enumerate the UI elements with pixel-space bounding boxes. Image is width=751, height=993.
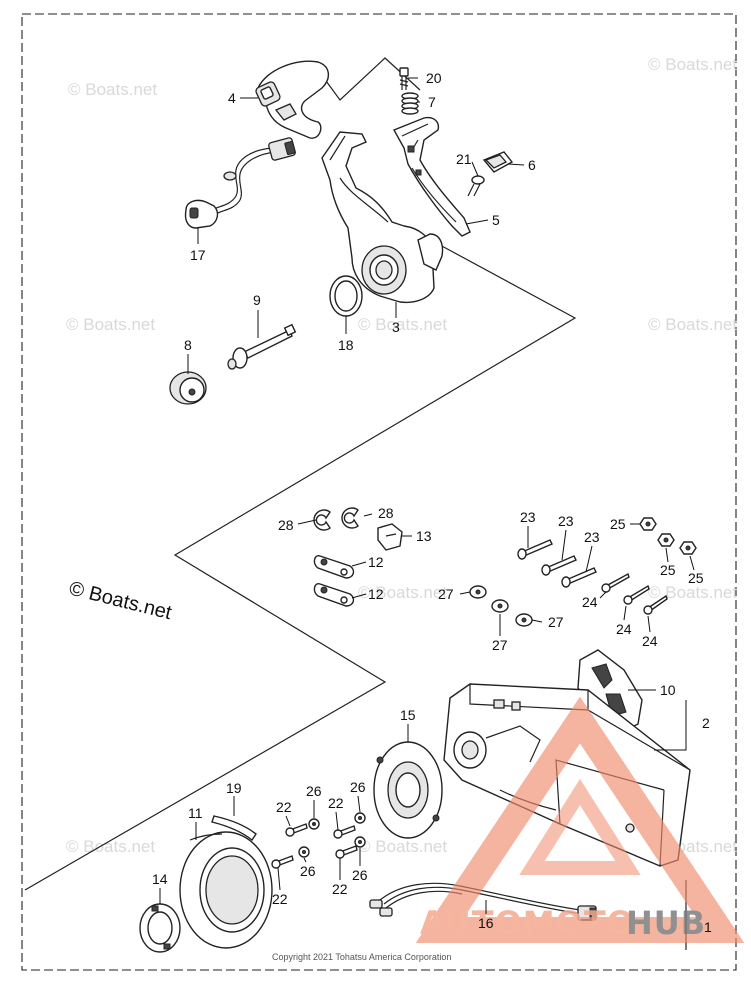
- brand-text-secondary: HUB: [626, 904, 706, 942]
- copyright-text: Copyright 2021 Tohatsu America Corporati…: [272, 952, 451, 962]
- part-8-knob: [169, 371, 207, 405]
- part-12-link: [313, 583, 355, 607]
- callout-23: 23: [520, 509, 536, 525]
- part-24-screws: [601, 572, 668, 615]
- watermark: © Boats.net: [68, 80, 157, 99]
- callout-20: 20: [426, 70, 442, 86]
- callout-23: 23: [584, 529, 600, 545]
- part-15-flange: [373, 741, 443, 839]
- callout-26: 26: [300, 863, 316, 879]
- callout-22: 22: [328, 795, 344, 811]
- callout-27: 27: [492, 637, 508, 653]
- callout-23: 23: [558, 513, 574, 529]
- callout-16: 16: [478, 915, 494, 931]
- callout-24: 24: [582, 594, 598, 610]
- callout-26: 26: [352, 867, 368, 883]
- part-28-clips: [313, 507, 359, 531]
- watermark: © Boats.net: [66, 837, 155, 856]
- part-11-cover: [179, 831, 273, 949]
- part-20-bolt: [399, 67, 409, 90]
- logo-triangle-icon: [415, 696, 745, 943]
- part-13-block: [377, 523, 403, 551]
- callout-12: 12: [368, 554, 384, 570]
- leader-lines: [159, 77, 695, 914]
- callout-7: 7: [428, 94, 436, 110]
- callout-21: 21: [456, 151, 472, 167]
- callout-25: 25: [610, 516, 626, 532]
- callout-12: 12: [368, 586, 384, 602]
- part-22-screws: [271, 823, 358, 869]
- callout-25: 25: [688, 570, 704, 586]
- part-19-strip: [211, 815, 257, 842]
- callout-22: 22: [276, 799, 292, 815]
- callout-8: 8: [184, 337, 192, 353]
- callout-26: 26: [350, 779, 366, 795]
- callout-3: 3: [392, 319, 400, 335]
- callout-27: 27: [438, 586, 454, 602]
- part-26-washers: [298, 812, 366, 858]
- main-watermark: © Boats.net: [67, 578, 174, 625]
- callout-27: 27: [548, 614, 564, 630]
- part-25-nuts: [639, 517, 697, 555]
- callout-1: 1: [704, 919, 712, 935]
- part-21-screw: [467, 175, 485, 197]
- callout-6: 6: [528, 157, 536, 173]
- callout-4: 4: [228, 90, 236, 106]
- part-27-washers: [469, 585, 533, 627]
- part-9-shaft: [227, 323, 297, 370]
- part-23-screws: [517, 539, 597, 588]
- callout-28: 28: [378, 505, 394, 521]
- callout-22: 22: [272, 891, 288, 907]
- watermark: © Boats.net: [648, 55, 737, 74]
- boundary-line: [24, 244, 577, 891]
- callout-13: 13: [416, 528, 432, 544]
- watermark: © Boats.net: [648, 583, 737, 602]
- part-5-bracket: [393, 116, 471, 237]
- brand-logo: AUTOMOTO HUB: [415, 696, 745, 943]
- callout-18: 18: [338, 337, 354, 353]
- callout-10: 10: [660, 682, 676, 698]
- callout-11: 11: [188, 805, 203, 821]
- watermark: © Boats.net: [358, 315, 447, 334]
- callout-28: 28: [278, 517, 294, 533]
- callout-2: 2: [702, 715, 710, 731]
- callout-9: 9: [253, 292, 261, 308]
- part-7-spring: [401, 92, 419, 115]
- brand-text-primary: AUTOMOTO: [420, 904, 635, 942]
- part-2-housing: [443, 683, 691, 867]
- part-18-washer: [329, 275, 363, 317]
- watermark: © Boats.net: [66, 315, 155, 334]
- watermark: © Boats.net: [358, 837, 447, 856]
- watermark: © Boats.net: [358, 583, 447, 602]
- part-6-plate: [482, 151, 514, 173]
- part-17-switch-harness: [184, 137, 296, 229]
- callout-19: 19: [226, 780, 242, 796]
- part-4-grip: [255, 60, 329, 139]
- part-14-bezel: [139, 903, 181, 953]
- callout-14: 14: [152, 871, 168, 887]
- callout-25: 25: [660, 562, 676, 578]
- part-12-link: [313, 555, 355, 579]
- callout-26: 26: [306, 783, 322, 799]
- callout-22: 22: [332, 881, 348, 897]
- callout-24: 24: [642, 633, 658, 649]
- callout-15: 15: [400, 707, 416, 723]
- diagram-frame: [21, 13, 737, 971]
- part-3-lever: [321, 131, 444, 304]
- callout-24: 24: [616, 621, 632, 637]
- watermark: © Boats.net: [648, 315, 737, 334]
- watermark-group: © Boats.net © Boats.net © Boats.net © Bo…: [66, 55, 737, 856]
- callout-17: 17: [190, 247, 206, 263]
- callout-labels: 4 20 7 21 6 5 17 9 8 18 3 28 28 13 12 12…: [152, 70, 712, 935]
- callout-5: 5: [492, 212, 500, 228]
